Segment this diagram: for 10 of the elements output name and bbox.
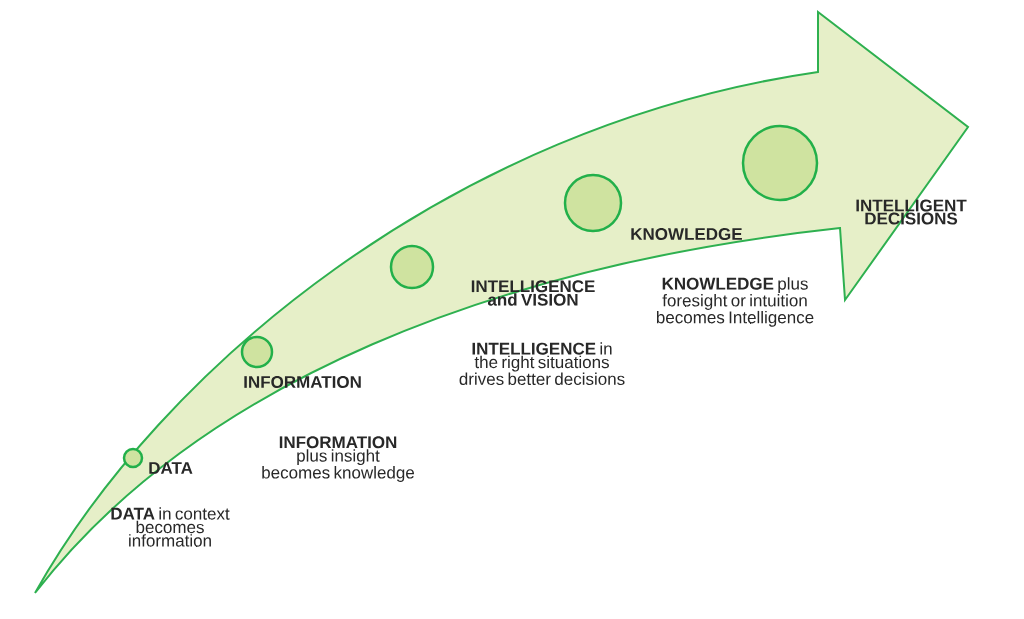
- circle-marker: [741, 124, 819, 202]
- circle-marker: [389, 244, 435, 290]
- description-text: DATA in context becomes information: [111, 507, 230, 547]
- circle-marker: [122, 447, 144, 469]
- heading-text: KNOWLEDGE: [631, 228, 742, 241]
- circle-marker: [240, 335, 274, 369]
- description-text: INTELLIGENCE in the right situations drives better decisions: [459, 342, 625, 386]
- circle-marker: [563, 173, 623, 233]
- description-text: INFORMATION plus insight becomes knowledge: [262, 436, 414, 482]
- description-text: KNOWLEDGE plus foresight or intuition becomes Intelligence: [656, 277, 814, 327]
